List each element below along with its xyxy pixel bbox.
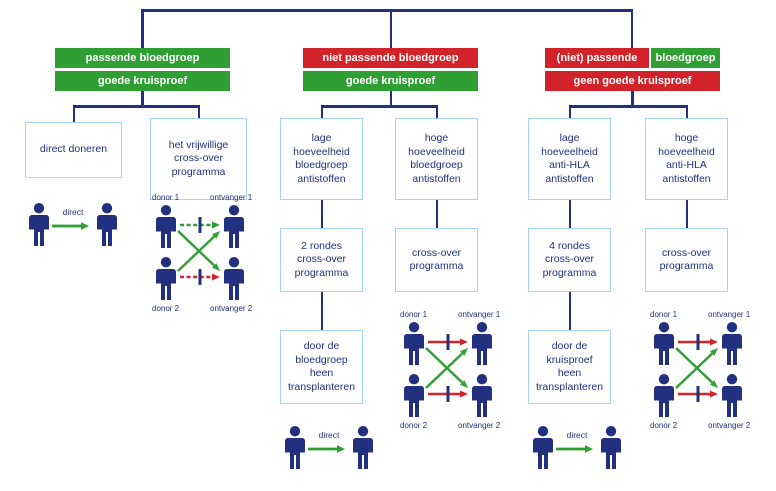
donor1-label: donor 1 <box>400 310 428 319</box>
recipient1-label: ontvanger 1 <box>458 310 501 319</box>
connector-line <box>685 200 688 228</box>
direct-arrow-label: direct <box>62 207 84 217</box>
recipient1-label: ontvanger 1 <box>708 310 751 319</box>
header-niet-passende: (niet) passende <box>545 48 649 68</box>
connector-line <box>630 9 633 48</box>
box-2-rondes-crossover: 2 rondes cross-over programma <box>280 228 363 292</box>
header-niet-passende-bloedgroep: niet passende bloedgroep <box>303 48 478 68</box>
crossover-diagram-2: donor 1 ontvanger 1 donor 2 ontvanger 2 <box>398 310 501 430</box>
box-hoge-anti-hla-antistoffen: hoge hoeveelheid anti-HLA antistoffen <box>645 118 728 200</box>
box-4-rondes-crossover: 4 rondes cross-over programma <box>528 228 611 292</box>
connector-line <box>568 200 571 228</box>
box-vrijwillige-crossover: het vrijwillige cross-over programma <box>150 118 247 200</box>
donor2-label: donor 2 <box>650 421 678 430</box>
recipient2-label: ontvanger 2 <box>708 421 751 430</box>
crossover-arrows-icon <box>425 334 468 402</box>
connector-line <box>320 292 323 330</box>
recipient2-label: ontvanger 2 <box>458 421 501 430</box>
recipient1-label: ontvanger 1 <box>210 193 253 202</box>
box-crossover-programma-2: cross-over programma <box>395 228 478 292</box>
connector-line <box>197 105 200 118</box>
crossover-diagram-3: donor 1 ontvanger 1 donor 2 ontvanger 2 <box>648 310 751 430</box>
connector-line <box>389 9 392 48</box>
connector-line <box>320 105 437 108</box>
header-goede-kruisproef-2: goede kruisproef <box>303 71 478 91</box>
crossover-arrows-icon <box>177 217 220 285</box>
direct-donation-diagram-3: direct <box>531 420 623 478</box>
box-door-kruisproef-heen: door de kruisproef heen transplanteren <box>528 330 611 404</box>
crossover-arrows-icon <box>675 334 718 402</box>
box-direct-doneren: direct doneren <box>25 122 122 178</box>
connector-line <box>72 105 75 122</box>
direct-arrow-icon <box>52 222 89 230</box>
connector-line <box>435 105 438 118</box>
connector-line <box>631 91 634 105</box>
direct-arrow-icon <box>308 445 345 453</box>
connector-line <box>141 9 633 12</box>
direct-arrow-label: direct <box>566 430 588 440</box>
direct-arrow-label: direct <box>318 430 340 440</box>
connector-line <box>568 105 571 118</box>
connector-line <box>320 200 323 228</box>
crossover-diagram-1: donor 1 ontvanger 1 donor 2 ontvanger 2 <box>150 193 253 313</box>
header-bloedgroep: bloedgroep <box>651 48 720 68</box>
recipient2-label: ontvanger 2 <box>210 304 253 313</box>
connector-line <box>685 105 688 118</box>
header-passende-bloedgroep: passende bloedgroep <box>55 48 230 68</box>
connector-line <box>320 105 323 118</box>
box-lage-bloedgroep-antistoffen: lage hoeveelheid bloedgroep antistoffen <box>280 118 363 200</box>
box-lage-anti-hla-antistoffen: lage hoeveelheid anti-HLA antistoffen <box>528 118 611 200</box>
box-hoge-bloedgroep-antistoffen: hoge hoeveelheid bloedgroep antistoffen <box>395 118 478 200</box>
direct-arrow-icon <box>556 445 593 453</box>
box-door-bloedgroep-heen: door de bloedgroep heen transplanteren <box>280 330 363 404</box>
connector-line <box>435 200 438 228</box>
donor2-label: donor 2 <box>152 304 180 313</box>
header-goede-kruisproef-1: goede kruisproef <box>55 71 230 91</box>
connector-line <box>72 105 200 108</box>
connector-line <box>389 91 392 105</box>
header-geen-goede-kruisproef: geen goede kruisproef <box>545 71 720 91</box>
direct-donation-diagram-1: direct <box>27 197 119 255</box>
direct-donation-diagram-2: direct <box>283 420 375 478</box>
box-crossover-programma-3: cross-over programma <box>645 228 728 292</box>
connector-line <box>141 9 144 48</box>
connector-line <box>568 292 571 330</box>
connector-line <box>568 105 687 108</box>
donor2-label: donor 2 <box>400 421 428 430</box>
donor1-label: donor 1 <box>152 193 180 202</box>
connector-line <box>141 91 144 105</box>
donor1-label: donor 1 <box>650 310 678 319</box>
